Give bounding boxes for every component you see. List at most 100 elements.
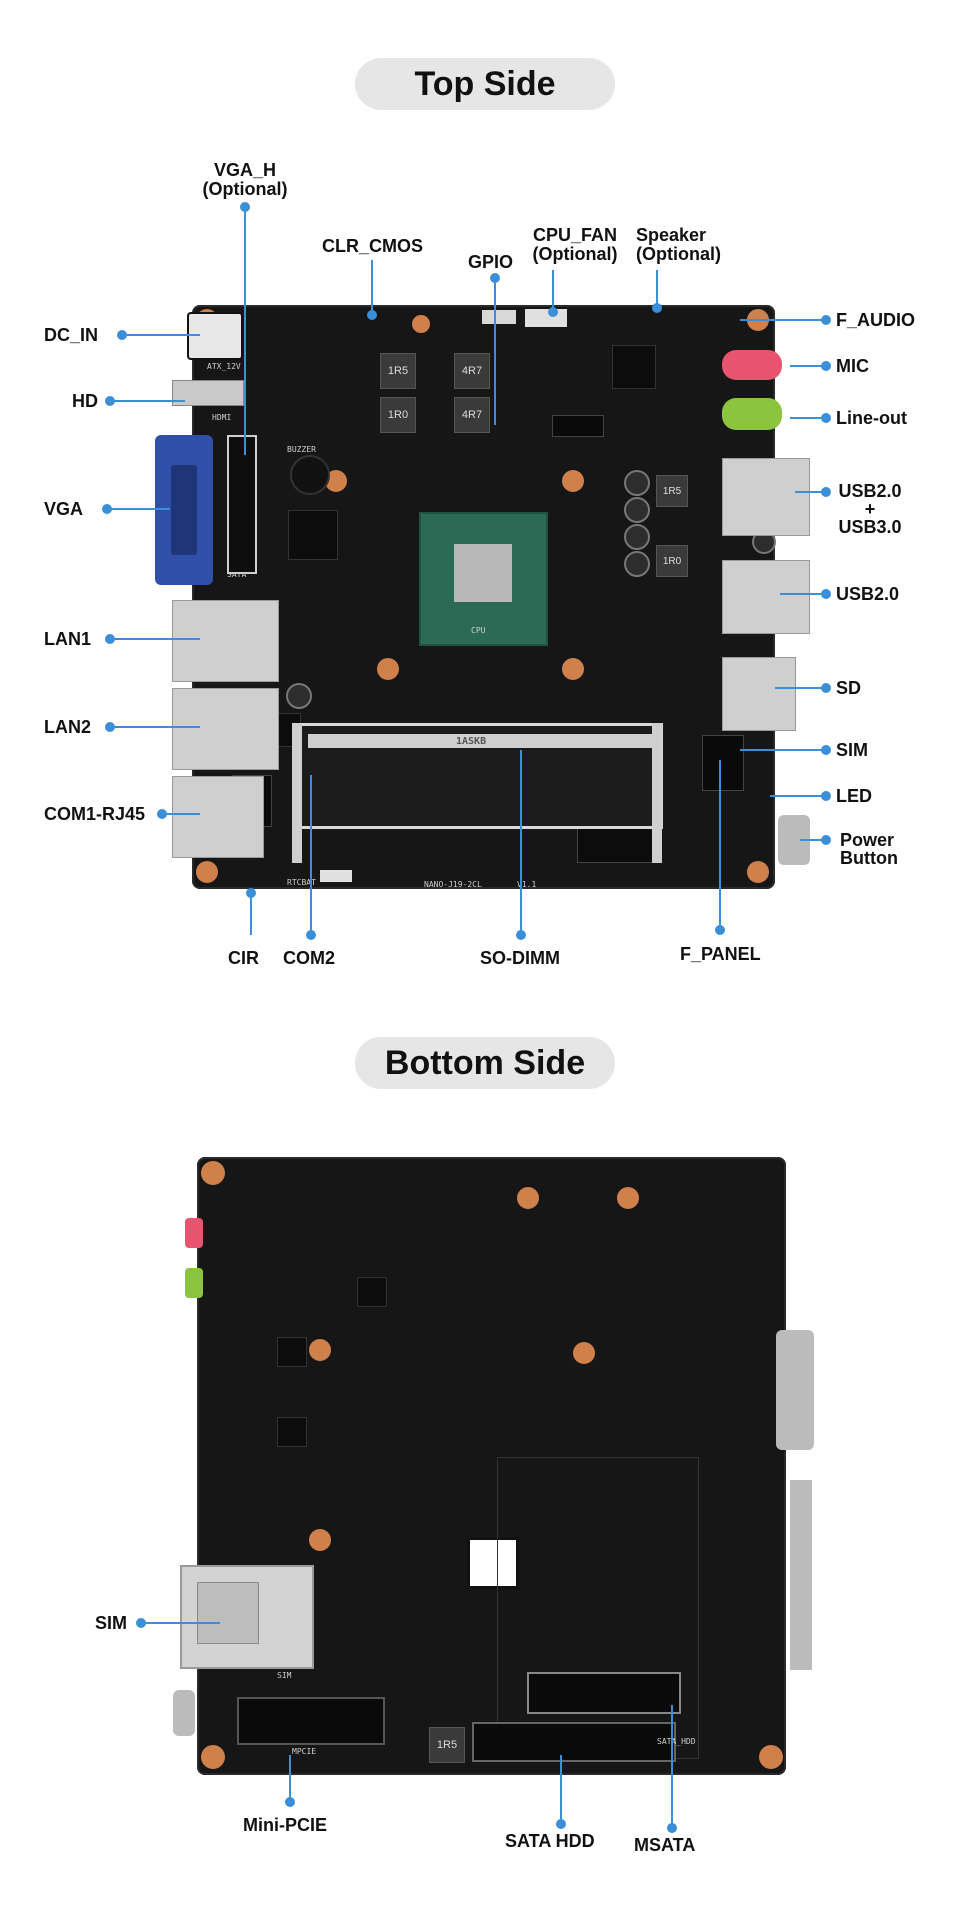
inductor: 1R0 bbox=[380, 397, 416, 433]
label-com2: COM2 bbox=[283, 948, 336, 968]
label-gpio: GPIO bbox=[468, 252, 514, 272]
usb2-port bbox=[722, 560, 810, 634]
capacitor bbox=[624, 524, 650, 550]
inductor: 1R5 bbox=[429, 1727, 465, 1763]
chip bbox=[277, 1417, 307, 1447]
vga-inner bbox=[171, 465, 197, 555]
version-silk: V1.1 bbox=[517, 880, 537, 889]
leader-dot bbox=[136, 1618, 146, 1628]
leader-dot bbox=[246, 888, 256, 898]
leader-dot bbox=[821, 835, 831, 845]
leader-dot bbox=[367, 310, 377, 320]
leader-dot bbox=[490, 273, 500, 283]
f-panel-header bbox=[702, 735, 744, 791]
so-dimm-strip bbox=[308, 734, 652, 748]
usb-combo-port bbox=[722, 458, 810, 536]
label-speaker: Speaker bbox=[636, 225, 707, 245]
power-button-side bbox=[173, 1690, 195, 1736]
sd-slot bbox=[722, 657, 796, 731]
so-dimm-slot: 1ASKB bbox=[297, 723, 663, 829]
top-board: CPU 1R5 1R0 4R7 4R7 1R5 1R0 BUZZER 1ASKB… bbox=[192, 305, 776, 889]
label-usb-combo-a: USB2.0 bbox=[838, 481, 902, 501]
leader-dot bbox=[821, 791, 831, 801]
label-bottom-sim: SIM bbox=[95, 1613, 128, 1633]
so-dimm-latch bbox=[292, 723, 302, 863]
mic-jack bbox=[722, 350, 782, 380]
label-lan2: LAN2 bbox=[44, 717, 92, 737]
model-silk: NANO-J19-2CL bbox=[424, 880, 482, 889]
lan1-port bbox=[172, 600, 279, 682]
label-sim: SIM bbox=[836, 740, 869, 760]
label-vga-h-optional: (Optional) bbox=[202, 179, 288, 199]
qr-code bbox=[467, 1537, 519, 1589]
label-usb-combo-b: USB3.0 bbox=[838, 517, 902, 537]
heatsink-pad bbox=[309, 1529, 331, 1551]
cpu-die bbox=[454, 544, 512, 602]
mount-hole bbox=[617, 1187, 639, 1209]
leader-dot bbox=[821, 745, 831, 755]
label-f-audio: F_AUDIO bbox=[836, 310, 916, 330]
leader-dot bbox=[306, 930, 316, 940]
mount-hole bbox=[201, 1161, 225, 1185]
cpu-fan-header bbox=[482, 310, 516, 324]
mount-hole bbox=[759, 1745, 783, 1769]
line-out-jack-side bbox=[185, 1268, 203, 1298]
label-cpu-fan: CPU_FAN bbox=[532, 225, 617, 245]
label-power: Power bbox=[840, 830, 895, 850]
mic-jack-side bbox=[185, 1218, 203, 1248]
leader-dot bbox=[667, 1823, 677, 1833]
label-sata-hdd: SATA HDD bbox=[505, 1831, 595, 1851]
label-vga: VGA bbox=[44, 499, 84, 519]
mount-hole bbox=[412, 315, 430, 333]
capacitor bbox=[286, 683, 312, 709]
leader-dot bbox=[102, 504, 112, 514]
capacitor bbox=[624, 497, 650, 523]
sim-slot: SIM bbox=[180, 1565, 314, 1680]
label-msata: MSATA bbox=[634, 1835, 696, 1855]
heatsink-pad bbox=[309, 1339, 331, 1361]
leader-dot bbox=[652, 303, 662, 313]
capacitor bbox=[624, 470, 650, 496]
so-dimm-mark: 1ASKB bbox=[456, 736, 487, 747]
label-mini-pcie: Mini-PCIE bbox=[243, 1815, 327, 1835]
sata-hdd-silk: SATA_HDD bbox=[657, 1737, 696, 1746]
heatsink-pad bbox=[325, 470, 347, 492]
leader-dot bbox=[285, 1797, 295, 1807]
rtc-battery-header bbox=[320, 870, 352, 882]
vga-port-side bbox=[776, 1330, 814, 1450]
lan2-port bbox=[172, 688, 279, 770]
mount-hole bbox=[196, 861, 218, 883]
heatsink-pad bbox=[517, 1187, 539, 1209]
label-hd: HD bbox=[72, 391, 98, 411]
label-usb-combo-plus: + bbox=[864, 499, 876, 519]
rtcbat-silk: RTCBAT bbox=[287, 878, 316, 887]
label-lan1: LAN1 bbox=[44, 629, 92, 649]
leader-dot bbox=[821, 487, 831, 497]
chip bbox=[612, 345, 656, 389]
label-com1: COM1-RJ45 bbox=[44, 804, 146, 824]
label-line-out: Line-out bbox=[836, 408, 907, 428]
cpu-package: CPU bbox=[419, 512, 548, 646]
inductor: 1R5 bbox=[380, 353, 416, 389]
heatsink-pad bbox=[377, 658, 399, 680]
leader-dot bbox=[821, 413, 831, 423]
mount-hole bbox=[747, 861, 769, 883]
label-clr-cmos: CLR_CMOS bbox=[322, 236, 424, 256]
hdmi-silk: HDMI bbox=[212, 413, 232, 422]
label-usb20: USB2.0 bbox=[836, 584, 900, 604]
label-dc-in: DC_IN bbox=[44, 325, 99, 345]
mini-pcie-slot bbox=[237, 1697, 385, 1745]
heatsink-pad bbox=[562, 658, 584, 680]
leader-dot bbox=[548, 307, 558, 317]
leader-dot bbox=[105, 634, 115, 644]
capacitor bbox=[624, 551, 650, 577]
leader-dot bbox=[821, 589, 831, 599]
heatsink-pad bbox=[562, 470, 584, 492]
inductor: 1R0 bbox=[656, 545, 688, 577]
leader-dot bbox=[715, 925, 725, 935]
label-button: Button bbox=[840, 848, 898, 868]
lan-port-side bbox=[790, 1480, 812, 1670]
msata-slot bbox=[527, 1672, 681, 1714]
sata-silk: SATA bbox=[227, 570, 247, 579]
